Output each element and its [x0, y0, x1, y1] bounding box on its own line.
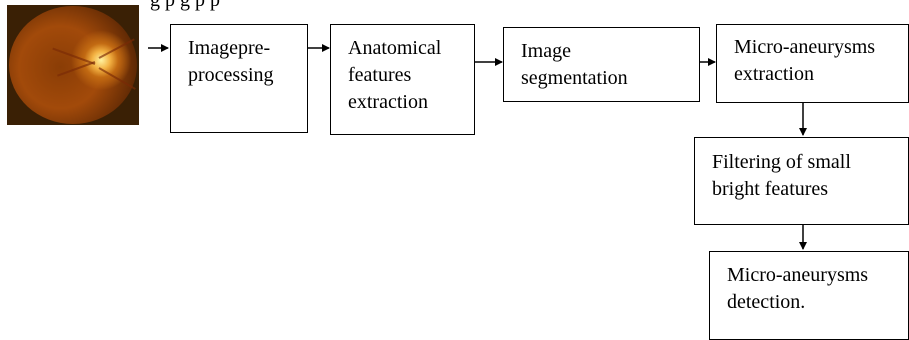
step-filtering-small-bright-features: Filtering of small bright features	[694, 137, 909, 225]
retina	[9, 6, 137, 124]
step-anatomical-features-extraction: Anatomical features extraction	[330, 24, 475, 135]
step-label: Image segmentation	[521, 40, 628, 89]
step-label: Imagepre- processing	[188, 37, 274, 86]
step-micro-aneurysms-extraction: Micro-aneurysms extraction	[716, 24, 909, 103]
step-label: Anatomical features extraction	[348, 37, 442, 113]
step-label: Filtering of small bright features	[712, 151, 851, 200]
cropped-caption-text: g p g p p	[150, 0, 220, 11]
step-micro-aneurysms-detection: Micro-aneurysms detection.	[709, 251, 909, 340]
step-label: Micro-aneurysms extraction	[734, 36, 876, 85]
step-image-segmentation: Image segmentation	[503, 27, 700, 102]
step-label: Micro-aneurysms detection.	[727, 264, 869, 313]
fundus-image	[7, 5, 139, 125]
step-image-preprocessing: Imagepre- processing	[170, 24, 308, 133]
